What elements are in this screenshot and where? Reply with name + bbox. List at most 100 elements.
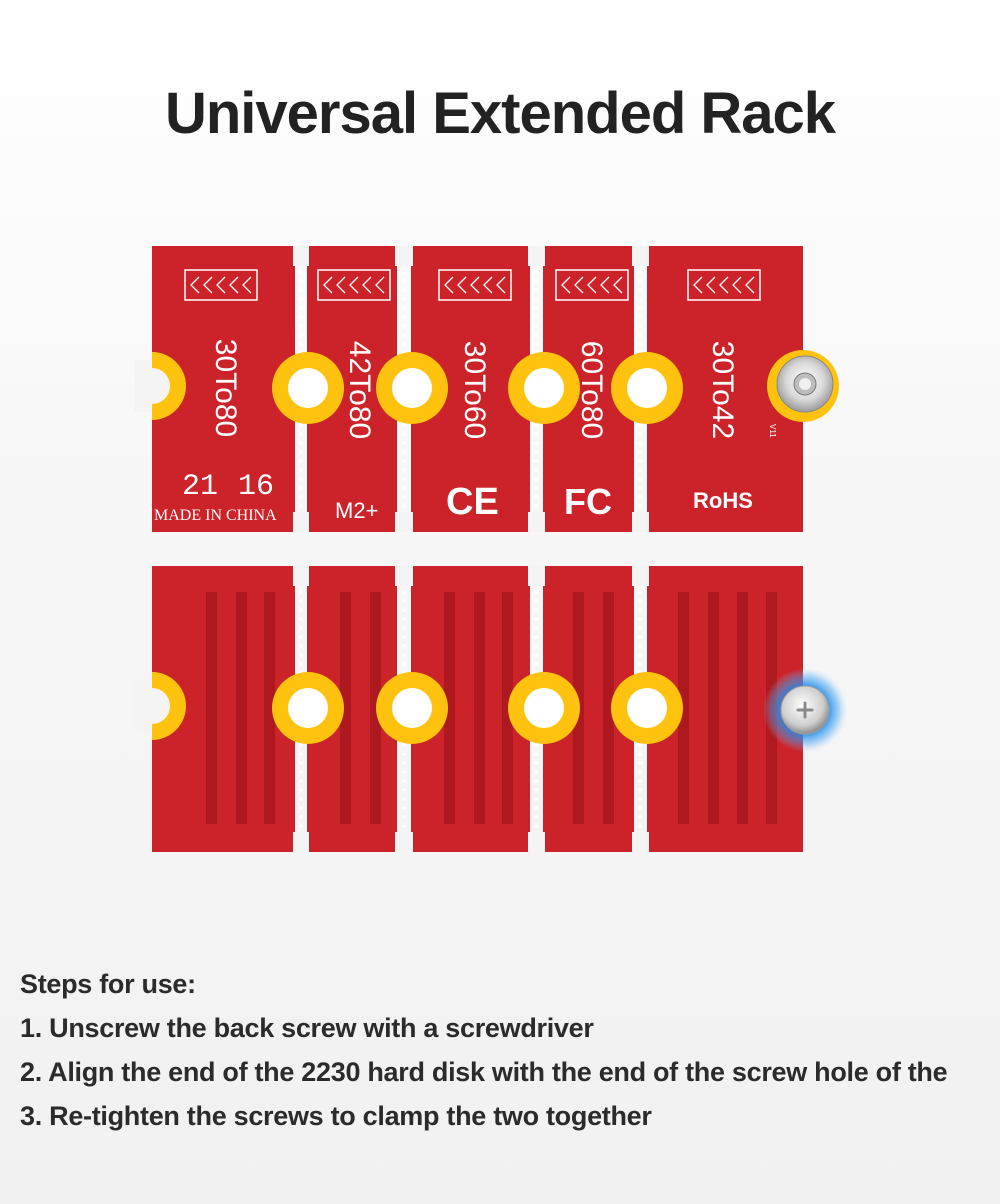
perforation-dot <box>402 324 406 328</box>
perforation-dot <box>638 486 642 490</box>
perforation-dot <box>402 635 406 639</box>
tick-mark <box>719 276 729 294</box>
perforation-dot <box>402 788 406 792</box>
perforation-dot <box>299 459 303 463</box>
perforation-dot <box>638 342 642 346</box>
perforation-dot <box>534 770 538 774</box>
tick-mark <box>745 276 755 294</box>
perforation-dot <box>534 761 538 765</box>
perforation-dot <box>299 315 303 319</box>
perforation-dot <box>534 486 538 490</box>
version-text: V11 <box>768 424 777 438</box>
perforation-dot <box>299 761 303 765</box>
fcc-mark-icon: FC <box>564 481 612 522</box>
perforation-dot <box>534 504 538 508</box>
perforation-dot <box>299 635 303 639</box>
perforation-dot <box>638 797 642 801</box>
perforation-dot <box>534 788 538 792</box>
step-item: 3. Re-tighten the screws to clamp the tw… <box>20 1101 652 1131</box>
tick-mark <box>600 276 610 294</box>
perforation-dot <box>402 797 406 801</box>
copper-stripe <box>370 592 381 824</box>
perforation-dot <box>638 770 642 774</box>
tick-mark <box>483 276 493 294</box>
segment-label-5: 30To42 <box>706 341 739 439</box>
perforation-dot <box>402 590 406 594</box>
perforation-dot <box>402 297 406 301</box>
perforation-dot <box>534 459 538 463</box>
perforation-dot <box>402 752 406 756</box>
perforation-dot <box>402 432 406 436</box>
perforation-dot <box>534 477 538 481</box>
perforation-dot <box>402 270 406 274</box>
perforation-dot <box>638 644 642 648</box>
ce-mark-icon: CE <box>446 481 499 523</box>
perforation-dot <box>638 815 642 819</box>
tick-mark <box>375 276 385 294</box>
tick-mark <box>457 276 467 294</box>
perforation-dot <box>638 432 642 436</box>
perforation-dot <box>299 441 303 445</box>
perforation-dot <box>299 590 303 594</box>
perforation-dot <box>638 279 642 283</box>
perforation-dot <box>402 450 406 454</box>
perforation-dot <box>299 599 303 603</box>
perforation-dot <box>299 495 303 499</box>
tick-mark <box>203 276 213 294</box>
perforation-dot <box>299 644 303 648</box>
perforation-dot <box>638 297 642 301</box>
perforation-dot <box>402 608 406 612</box>
perforation-dot <box>638 495 642 499</box>
perforation-dot <box>402 779 406 783</box>
perforation-dot <box>638 288 642 292</box>
perforation-dot <box>638 788 642 792</box>
perforation-dot <box>534 468 538 472</box>
perforation-dot <box>402 315 406 319</box>
perforation-dot <box>534 306 538 310</box>
perforation-dot <box>299 468 303 472</box>
perforation-dot <box>534 324 538 328</box>
copper-stripe <box>340 592 351 824</box>
perforation-dot <box>638 743 642 747</box>
copper-stripe <box>678 592 689 824</box>
perforation-dot <box>402 495 406 499</box>
washer-icon <box>776 355 834 413</box>
perforation-dot <box>534 824 538 828</box>
perforation-dot <box>638 504 642 508</box>
perforation-dot <box>402 626 406 630</box>
step-item: 2. Align the end of the 2230 hard disk w… <box>20 1057 948 1087</box>
rohs-mark: RoHS <box>693 488 753 513</box>
perforation-dot <box>638 617 642 621</box>
tick-mark <box>216 276 226 294</box>
perforation-dot <box>638 450 642 454</box>
perforation-dot <box>638 333 642 337</box>
copper-stripe <box>708 592 719 824</box>
perforation-dot <box>299 824 303 828</box>
copper-stripe <box>502 592 513 824</box>
perforation-dot <box>402 806 406 810</box>
perforation-dot <box>299 653 303 657</box>
page-title: Universal Extended Rack <box>164 81 836 146</box>
perforation-dot <box>299 626 303 630</box>
top-board: 30To80 42To80 30To60 60To80 30To42 21 16… <box>134 246 839 532</box>
tick-mark <box>496 276 506 294</box>
perforation-dot <box>299 432 303 436</box>
perforation-dot <box>638 662 642 666</box>
perforation-dot <box>534 450 538 454</box>
perforation-dot <box>638 459 642 463</box>
perforation-dot <box>299 752 303 756</box>
perforation-dot <box>299 279 303 283</box>
copper-stripe <box>737 592 748 824</box>
perforation-dot <box>402 441 406 445</box>
copper-stripe <box>603 592 614 824</box>
perforation-dot <box>299 504 303 508</box>
perforation-dot <box>402 423 406 427</box>
tick-mark <box>693 276 703 294</box>
perforation-dot <box>299 608 303 612</box>
perforation-dot <box>402 504 406 508</box>
made-in-china-text: MADE IN CHINA <box>154 507 277 524</box>
perforation-dot <box>638 590 642 594</box>
perforation-dot <box>299 770 303 774</box>
model-text: M2+ <box>335 498 378 523</box>
tick-mark <box>587 276 597 294</box>
